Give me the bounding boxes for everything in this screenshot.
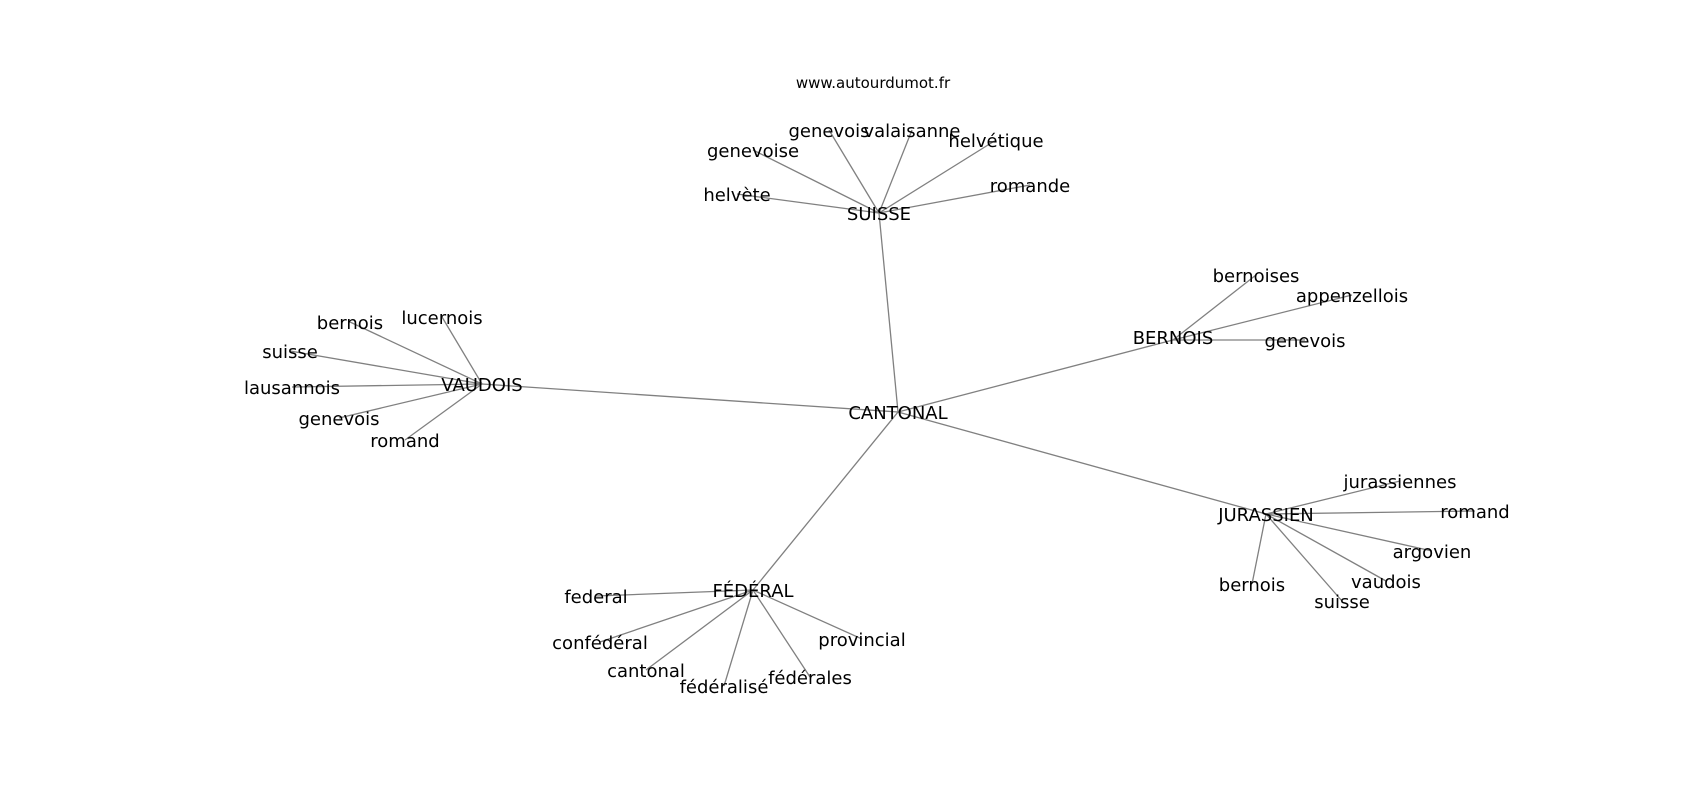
edge-hub-to-word (752, 589, 811, 678)
hub-node-label: JURASSIEN (1217, 505, 1314, 526)
edge-hub-to-word (1172, 274, 1257, 341)
edge-hub-to-word (828, 129, 880, 214)
edge-hub-to-word (338, 383, 483, 419)
word-node-label: romande (990, 176, 1071, 197)
edge-hub-to-word (736, 193, 880, 214)
edge-center-to-hub (752, 411, 899, 591)
word-node-label: vaudois (1351, 572, 1421, 593)
source-watermark[interactable]: www.autourdumot.fr (796, 74, 951, 92)
edge-hub-to-word (723, 589, 754, 687)
edge-hub-to-word (1251, 513, 1267, 585)
edge-center-to-hub (878, 212, 899, 413)
word-node-label: lausannois (244, 378, 340, 399)
word-node-label: fédérales (768, 668, 852, 689)
edge-hub-to-word (752, 149, 880, 214)
edge-center-to-hub (481, 383, 899, 413)
word-node-label: lucernois (401, 308, 482, 329)
word-node-label: romand (370, 431, 439, 452)
hub-node-label: BERNOIS (1133, 328, 1214, 349)
word-node-label: provincial (818, 630, 905, 651)
word-node-label: cantonal (607, 661, 685, 682)
edge-hub-to-word (878, 129, 913, 214)
word-node-label: suisse (1314, 592, 1370, 613)
edge-hub-to-word (1265, 480, 1401, 515)
word-node-label: argovien (1393, 542, 1472, 563)
word-node-label: genevois (1264, 331, 1345, 352)
word-node-label: helvétique (948, 131, 1043, 152)
word-node-label: helvète (703, 185, 770, 206)
edge-center-to-hub (897, 411, 1267, 515)
word-node-label: bernoises (1213, 266, 1300, 287)
edge-hub-to-word (1172, 294, 1353, 341)
edge-hub-to-word (1265, 510, 1476, 515)
word-node-label: genevois (298, 409, 379, 430)
graph-labels: www.autourdumot.fr CANTONAL genevoisvala… (244, 74, 1510, 698)
word-node-label: federal (564, 587, 627, 608)
edge-hub-to-word (291, 383, 483, 388)
word-node-label: romand (1440, 502, 1509, 523)
word-node-label: appenzellois (1296, 286, 1408, 307)
word-node-label: valaisanne (863, 121, 960, 142)
edge-hub-to-word (878, 184, 1031, 214)
word-node-label: genevois (788, 121, 869, 142)
word-node-label: bernois (1219, 575, 1285, 596)
word-node-label: suisse (262, 342, 318, 363)
graph-edges (289, 129, 1476, 687)
edge-hub-to-word (599, 589, 754, 643)
edge-hub-to-word (1265, 513, 1387, 582)
hub-node-label: VAUDOIS (441, 375, 522, 396)
word-node-label: jurassiennes (1343, 472, 1457, 493)
word-node-label: genevoise (707, 141, 799, 162)
word-node-label: bernois (317, 313, 383, 334)
edge-hub-to-word (1265, 513, 1343, 602)
center-node-label: CANTONAL (848, 403, 947, 424)
edge-hub-to-word (1265, 513, 1433, 552)
hub-node-label: FÉDÉRAL (712, 580, 793, 602)
edge-hub-to-word (645, 589, 754, 671)
edge-hub-to-word (752, 589, 863, 640)
edge-hub-to-word (289, 350, 483, 385)
edge-hub-to-word (595, 589, 754, 597)
edge-hub-to-word (404, 383, 483, 441)
edge-center-to-hub (897, 339, 1174, 413)
word-node-label: confédéral (552, 633, 648, 654)
edge-hub-to-word (878, 139, 997, 214)
hub-node-label: SUISSE (847, 204, 911, 225)
edge-hub-to-word (441, 316, 483, 385)
edge-hub-to-word (349, 321, 483, 385)
word-node-label: fédéralisé (680, 677, 769, 698)
